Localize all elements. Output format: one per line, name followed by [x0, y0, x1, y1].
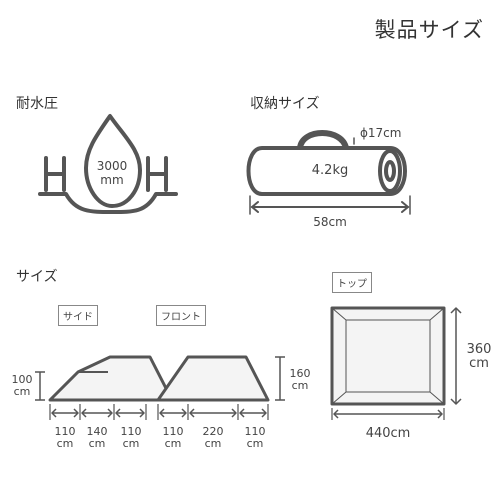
water-pressure-unit: mm: [100, 173, 124, 187]
top-height-value: 360: [466, 342, 492, 357]
storage-bag-icon: [246, 130, 411, 215]
side-width-1-unit: cm: [56, 437, 74, 450]
side-width-2-unit: cm: [88, 437, 106, 450]
front-height-value: 160: [289, 367, 311, 380]
water-drop-icon: [38, 114, 178, 214]
side-view-tag: サイド: [58, 305, 98, 326]
front-height-unit: cm: [291, 379, 309, 392]
side-width-1-value: 110: [54, 425, 76, 438]
water-pressure-value: 3000: [96, 159, 128, 173]
front-width-1-unit: cm: [164, 437, 182, 450]
side-width-3-value: 110: [120, 425, 142, 438]
side-view-drawing: [35, 355, 174, 420]
page-title: 製品サイズ: [374, 18, 484, 42]
front-width-2-unit: cm: [204, 437, 222, 450]
top-view-tag: トップ: [332, 272, 372, 293]
front-width-3-value: 110: [244, 425, 266, 438]
storage-length: 58cm: [313, 215, 347, 229]
storage-diameter: ϕ17cm: [360, 126, 402, 140]
front-view-tag: フロント: [156, 305, 206, 326]
side-height-unit: cm: [13, 385, 31, 398]
top-width: 440cm: [365, 426, 411, 441]
top-view-drawing: [330, 306, 462, 420]
front-width-1-value: 110: [162, 425, 184, 438]
side-width-3-unit: cm: [122, 437, 140, 450]
side-height-value: 100: [11, 373, 33, 386]
front-width-3-unit: cm: [246, 437, 264, 450]
top-height-unit: cm: [469, 356, 489, 371]
front-width-2-value: 220: [202, 425, 224, 438]
front-view-drawing: [156, 355, 285, 420]
side-width-2-value: 140: [86, 425, 108, 438]
water-pressure-label: 耐水圧: [16, 96, 58, 112]
storage-size-label: 収納サイズ: [250, 96, 320, 112]
size-label: サイズ: [16, 269, 58, 285]
storage-weight: 4.2kg: [311, 163, 349, 178]
